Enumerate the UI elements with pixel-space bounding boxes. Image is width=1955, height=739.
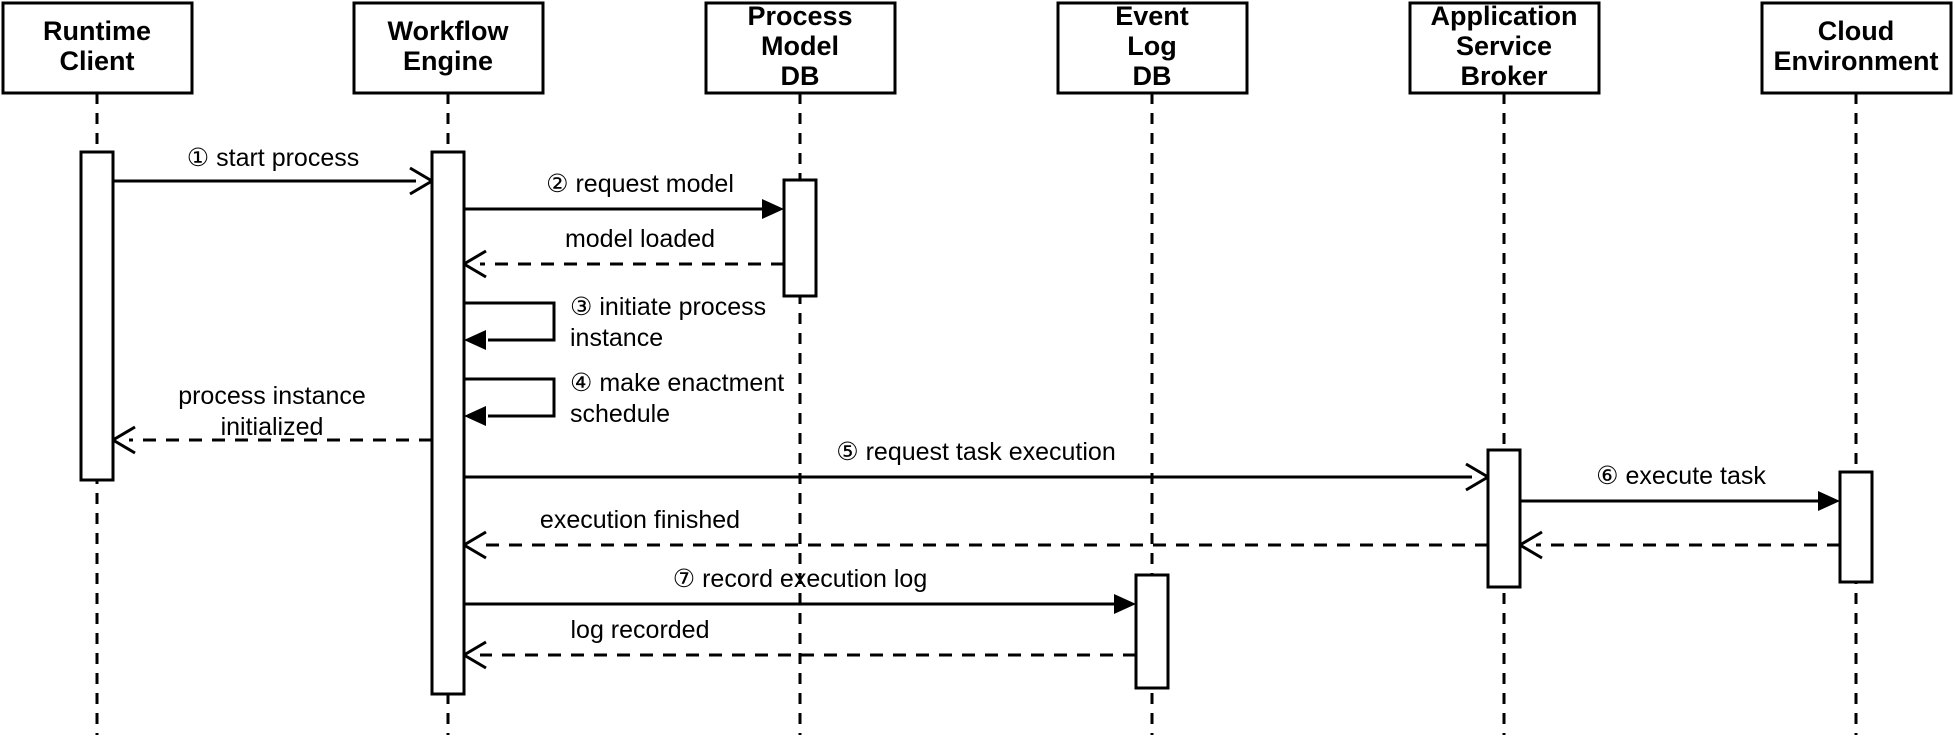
arrowhead-msg-4 [464,330,486,350]
activation-bar-cloud-environment [1838,470,1874,584]
message-msg-2: ② request model [464,170,784,219]
message-line-msg-4 [464,301,556,342]
message-label-msg-2: ② request model [546,170,734,198]
activation-bar-runtime-client [79,150,115,482]
message-line-msg-5 [464,377,556,418]
message-label-msg-11: ⑦ record execution log [673,565,928,593]
arrowhead-msg-11 [1114,594,1136,614]
message-label-msg-12: log recorded [571,616,710,644]
activation-layer [79,150,1874,696]
message-label-msg-8: ⑥ execute task [1596,462,1766,490]
lifeline-box-workflow-engine [352,1,545,95]
message-msg-10: execution finished [461,506,1488,560]
lifeline-box-event-log-db [1056,1,1249,95]
activation-bar-event-log-db [1134,573,1170,690]
activation-bar-workflow-engine [430,150,466,696]
message-msg-7: ⑤ request task execution [464,438,1491,492]
message-msg-3: model loaded [461,225,784,279]
activation-bar-process-model-db [782,178,818,298]
lifeline-dash-layer [95,93,1858,735]
arrowhead-msg-10 [461,530,487,560]
message-label-msg-7: ⑤ request task execution [836,438,1116,466]
arrowhead-msg-2 [762,199,784,219]
message-label-msg-10: execution finished [540,506,740,534]
activation-bar-application-service-broker [1486,448,1522,589]
lifeline-box-application-service-broker [1408,1,1601,95]
message-msg-9 [1517,530,1840,560]
arrowhead-msg-5 [464,406,486,426]
message-msg-12: log recorded [461,616,1136,670]
arrowhead-msg-8 [1818,491,1840,511]
message-msg-8: ⑥ execute task [1520,462,1840,511]
message-label-msg-3: model loaded [565,225,715,253]
message-msg-1: ① start process [113,144,435,196]
lifeline-box-runtime-client [1,1,194,95]
lifeline-box-process-model-db [704,1,897,95]
message-layer: ① start process ② request model model load… [110,144,1840,670]
message-label-msg-1: ① start process [187,144,359,172]
message-msg-11: ⑦ record execution log [464,565,1136,614]
lifeline-box-cloud-environment [1760,1,1953,95]
